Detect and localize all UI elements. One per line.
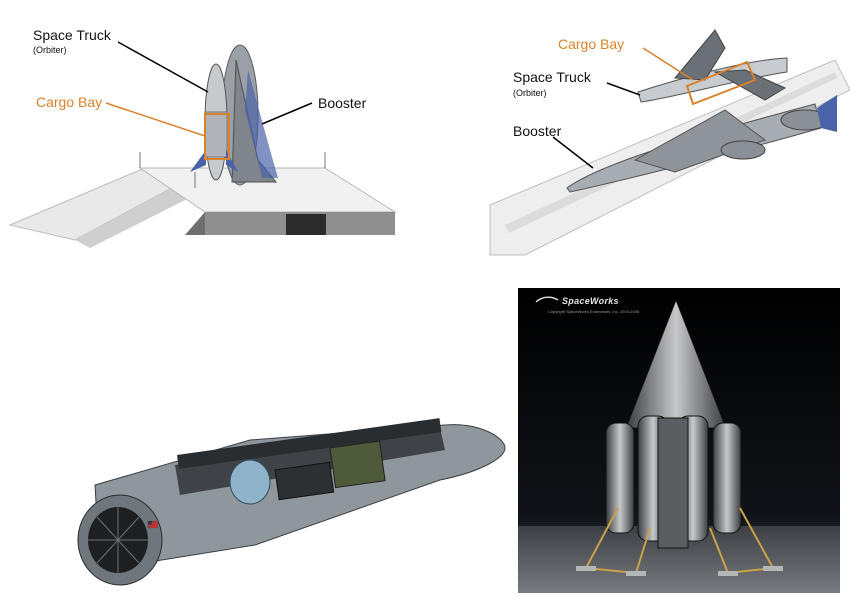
- horizontal-launch-illustration: [489, 29, 850, 256]
- render-copyright-text: Copyright SpaceWorks Enterprises, Inc. 2…: [548, 309, 640, 314]
- vertical-cargo-bay-label: Cargo Bay: [36, 94, 103, 110]
- cutaway-panel: [0, 300, 515, 603]
- vertical-launch-panel: Space Truck (Orbiter) Cargo Bay Booster: [0, 0, 420, 260]
- horizontal-launch-panel: Cargo Bay Space Truck (Orbiter) Booster: [425, 0, 850, 260]
- vertical-launch-illustration: [8, 41, 397, 248]
- cutaway-illustration: [77, 418, 506, 586]
- spaceworks-logo-swoosh: [535, 296, 559, 303]
- horizontal-cargo-bay-label: Cargo Bay: [558, 36, 625, 52]
- render-panel: SpaceWorks Copyright SpaceWorks Enterpri…: [518, 288, 840, 593]
- render-illustration: [518, 288, 840, 593]
- vertical-orbiter-sublabel: (Orbiter): [33, 45, 67, 55]
- horizontal-orbiter-sublabel: (Orbiter): [513, 88, 547, 98]
- render-brand-logo-text: SpaceWorks: [562, 296, 619, 306]
- vertical-space-truck-label: Space Truck: [33, 27, 111, 43]
- horizontal-booster-label: Booster: [513, 123, 562, 139]
- horizontal-space-truck-label: Space Truck: [513, 69, 591, 85]
- vertical-booster-label: Booster: [318, 95, 367, 111]
